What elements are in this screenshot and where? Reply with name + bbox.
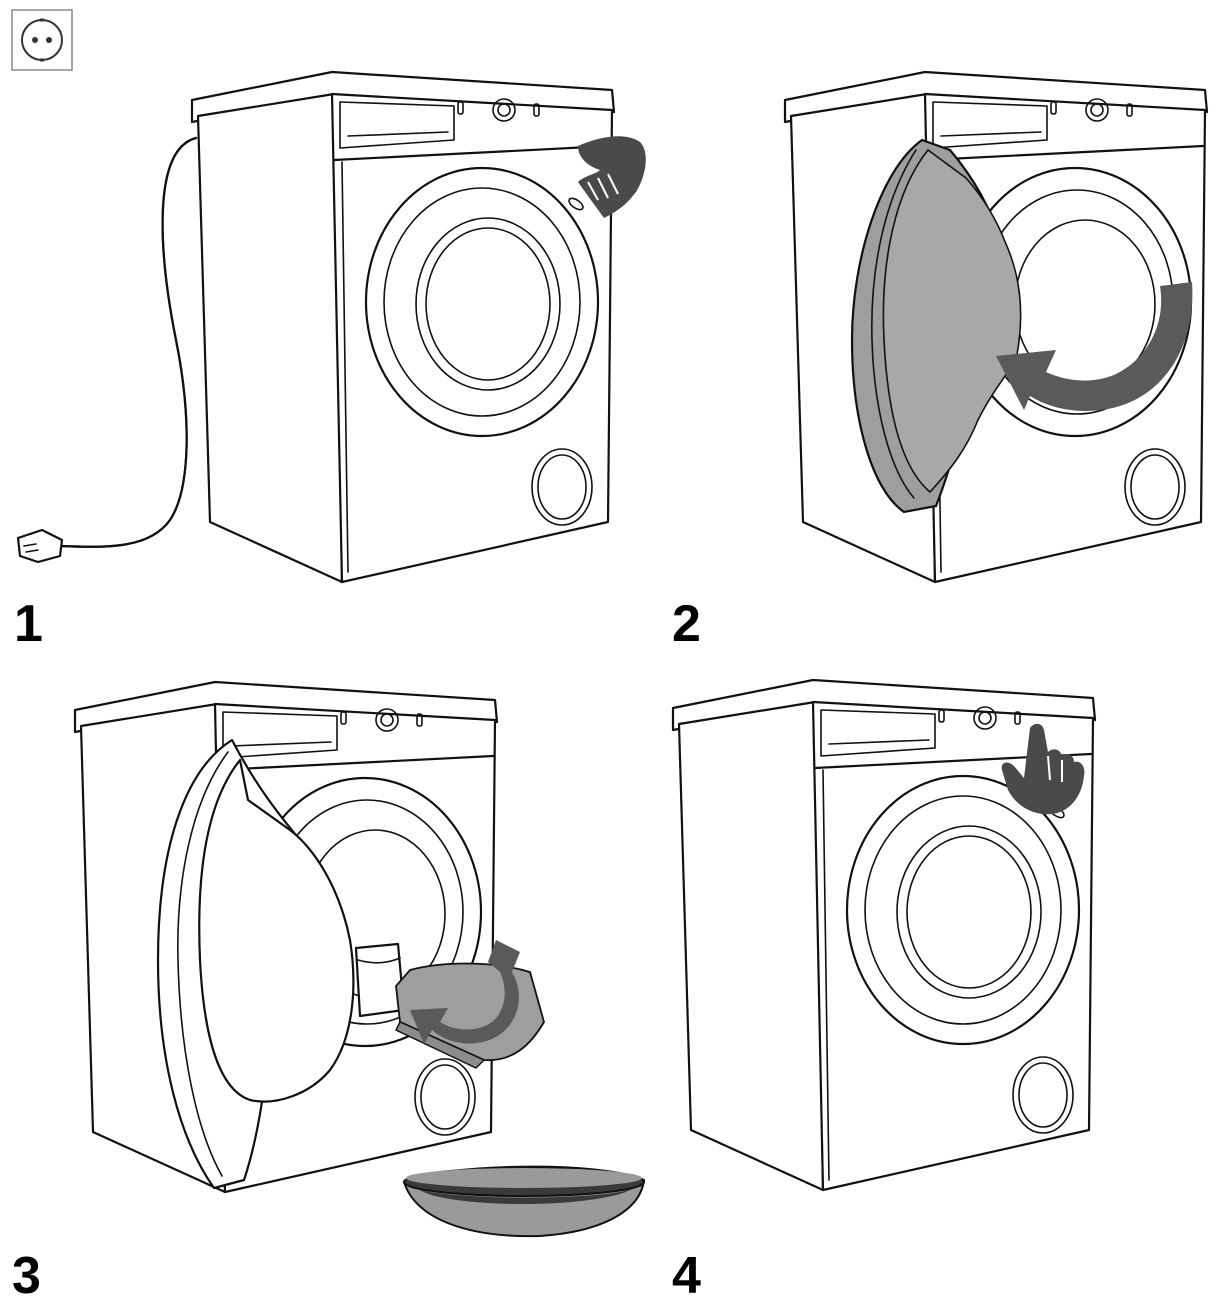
open-door: [850, 138, 1022, 514]
power-socket-icon: [11, 9, 73, 71]
step-1-illustration: [16, 70, 646, 584]
step-number-1: 1: [14, 595, 43, 653]
step-3-illustration: [73, 680, 646, 1238]
step-number-3: 3: [12, 1247, 41, 1305]
power-plug-icon: [16, 528, 64, 564]
rotate-arrow-icon: [410, 940, 520, 1044]
hand-point-icon: [1001, 723, 1085, 815]
open-door: [156, 738, 355, 1190]
rotate-arrow-icon: [996, 282, 1193, 411]
drain-bowl-icon: [402, 1165, 646, 1238]
step-4-illustration: [671, 678, 1097, 1192]
step-2-illustration: [783, 70, 1209, 584]
step-number-4: 4: [672, 1247, 701, 1305]
step-number-2: 2: [672, 595, 701, 653]
hand-press-icon: [578, 136, 646, 218]
